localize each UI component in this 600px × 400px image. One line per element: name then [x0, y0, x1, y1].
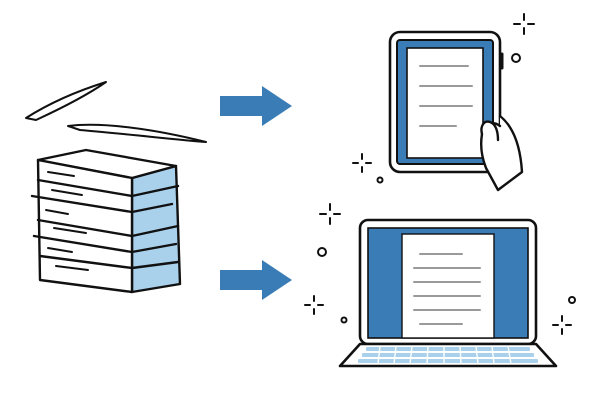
stack-side-lines [130, 184, 180, 270]
tablet-document-page [406, 47, 484, 159]
hand-thumb [480, 120, 500, 142]
laptop-keyboard-keys [377, 345, 512, 365]
sparkle-icon [513, 13, 535, 35]
hand-icon [480, 114, 524, 192]
laptop-document-lines [413, 253, 481, 325]
stack-front-face [36, 158, 134, 294]
paper-stack-icon [30, 148, 182, 294]
small-circle-icon [511, 53, 521, 63]
small-circle-icon [340, 316, 348, 324]
loose-sheet-top [25, 81, 107, 121]
small-circle-icon [376, 176, 384, 184]
sparkle-icon [304, 295, 324, 315]
stack-side-panel [130, 164, 182, 294]
small-circle-icons [317, 53, 576, 324]
sparkle-icon [319, 203, 341, 225]
right-arrow-top [220, 86, 292, 126]
tablet-document-lines [419, 65, 473, 127]
laptop-keyboard [358, 347, 538, 363]
tablet-icon [388, 30, 504, 174]
laptop-icon [338, 218, 558, 368]
small-circle-icon [568, 296, 576, 304]
stack-layer-lines [30, 178, 134, 270]
small-circle-icon [317, 247, 327, 257]
sparkle-icons [304, 13, 572, 335]
loose-sheet-middle [67, 123, 207, 143]
right-arrow-bottom [220, 260, 292, 300]
sparkle-icon [552, 315, 572, 335]
laptop-document-page [401, 233, 495, 339]
sparkle-icon [352, 153, 372, 173]
stack-text-lines [45, 171, 89, 271]
flying-sheets-icon [25, 81, 207, 143]
